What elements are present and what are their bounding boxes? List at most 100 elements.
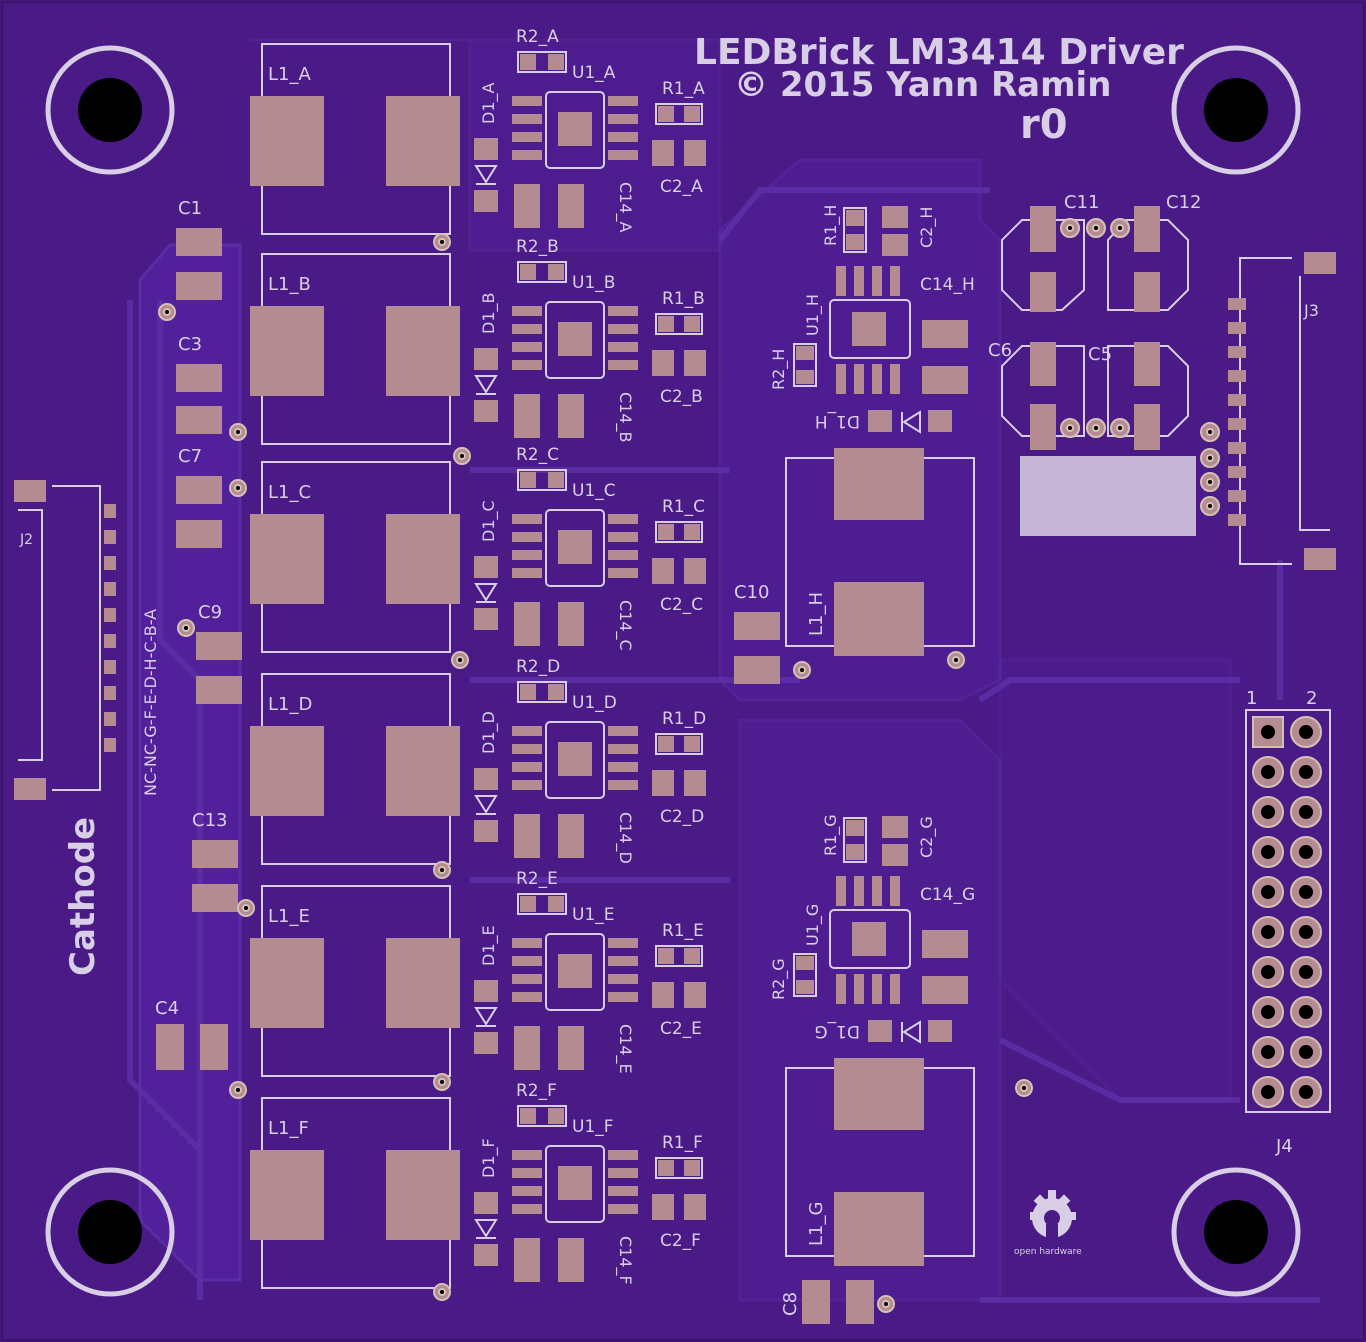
r1-pad <box>658 1160 674 1176</box>
r2-pad <box>520 684 536 700</box>
u1-pin <box>512 762 542 772</box>
u1-thermal-pad <box>558 112 592 146</box>
c2-pad <box>882 844 908 866</box>
c14-label: C14_C <box>615 600 635 651</box>
j4-pin-hole <box>1299 1005 1313 1019</box>
r1-pad <box>684 524 700 540</box>
r2-pad <box>796 980 814 994</box>
capacitor-c4: C4 <box>155 998 228 1070</box>
mounting-hole-top-right <box>1171 45 1301 175</box>
j2-pin <box>104 712 116 726</box>
board-copyright: © 2015 Yann Ramin <box>734 65 1111 105</box>
u1-pin <box>512 342 542 352</box>
r2-label: R2_E <box>516 869 558 889</box>
j2-pin <box>104 556 116 570</box>
u1-thermal-pad <box>852 922 886 956</box>
c2-label: C2_G <box>917 816 937 858</box>
inductor-pad <box>386 726 460 816</box>
c11-label: C11 <box>1064 192 1099 213</box>
j4-pin-hole <box>1261 845 1275 859</box>
j4-pin-hole <box>1299 725 1313 739</box>
u1-pin <box>512 514 542 524</box>
inductor-pad <box>250 514 324 604</box>
u1-pin <box>512 1186 542 1196</box>
diode-icon <box>901 1020 921 1044</box>
u1-pin <box>608 974 638 984</box>
j2-pin <box>104 530 116 544</box>
u1-pin <box>872 364 882 394</box>
u1-pin <box>890 876 900 906</box>
c2-pad <box>684 140 706 166</box>
inductor-label: L1_G <box>806 1202 827 1246</box>
u1-label: U1_C <box>572 481 616 501</box>
u1-pin <box>872 974 882 1004</box>
diode-icon <box>474 795 498 815</box>
c14-label: C14_H <box>920 275 975 295</box>
r2-pad <box>796 956 814 970</box>
j3-pin <box>1228 298 1246 310</box>
capacitor-c7: C7 <box>176 446 222 548</box>
u1-pin <box>512 780 542 790</box>
diode-label: D1_C <box>479 500 499 542</box>
r2-outline <box>517 261 567 283</box>
diode-label: D1_F <box>479 1138 499 1178</box>
u1-pin <box>608 150 638 160</box>
inductor-pad <box>386 514 460 604</box>
u1-label: U1_H <box>803 294 823 336</box>
j2-pin <box>104 660 116 674</box>
capacitor-c10: C10 <box>734 582 780 684</box>
j4-pin-hole <box>1299 1045 1313 1059</box>
j3-pin <box>1228 490 1246 502</box>
inductor-pad <box>250 96 324 186</box>
mounting-hole-bottom-right <box>1171 1167 1301 1297</box>
inductor-label: L1_H <box>806 592 827 636</box>
r1-outline <box>655 313 703 335</box>
j4-pin-hole <box>1261 725 1275 739</box>
u1-pin <box>512 974 542 984</box>
oshw-label: open hardware <box>1014 1247 1082 1257</box>
u1-thermal-pad <box>558 322 592 356</box>
electrolytic-vias <box>1060 218 1220 516</box>
c14-label: C14_G <box>920 885 975 905</box>
j2-label: J2 <box>19 532 33 548</box>
j4-pin-hole <box>1261 1085 1275 1099</box>
u1-pin <box>512 306 542 316</box>
diode-icon <box>901 410 921 434</box>
mounting-hole-top-left <box>45 45 175 175</box>
vias <box>158 233 1033 1313</box>
diode-pad <box>474 1192 498 1214</box>
j4-pin1-label: 1 <box>1246 688 1257 709</box>
r2-outline <box>517 893 567 915</box>
left-channels: L1_AD1_AR2_AU1_AC14_AR1_AC2_AL1_BD1_BR2_… <box>250 27 706 1289</box>
silkscreen-label-block <box>1020 456 1196 536</box>
j2-pins <box>104 504 116 752</box>
diode-label: D1_G <box>814 1021 860 1041</box>
j3-pin <box>1228 370 1246 382</box>
c2-pad <box>652 350 674 376</box>
c14-pad <box>514 814 540 858</box>
u1-pin <box>608 938 638 948</box>
diode-icon <box>474 165 498 185</box>
u1-thermal-pad <box>558 530 592 564</box>
inductor-label: L1_A <box>268 64 311 85</box>
mounting-holes <box>45 45 1301 1297</box>
r2-outline <box>517 469 567 491</box>
diode-pad <box>474 820 498 842</box>
c2-label: C2_E <box>660 1019 702 1039</box>
r2-pad <box>520 472 536 488</box>
j4-pin-hole <box>1261 885 1275 899</box>
inductor-pad <box>250 938 324 1028</box>
r2-pad <box>548 264 564 280</box>
u1-pin <box>608 956 638 966</box>
r1-pad <box>658 106 674 122</box>
j4-pin-hole <box>1261 1005 1275 1019</box>
c2-pad <box>652 1194 674 1220</box>
r2-label: R2_F <box>516 1081 557 1101</box>
j3-pin <box>1228 466 1246 478</box>
c1-label: C1 <box>178 198 202 219</box>
j4-pin-hole <box>1299 965 1313 979</box>
